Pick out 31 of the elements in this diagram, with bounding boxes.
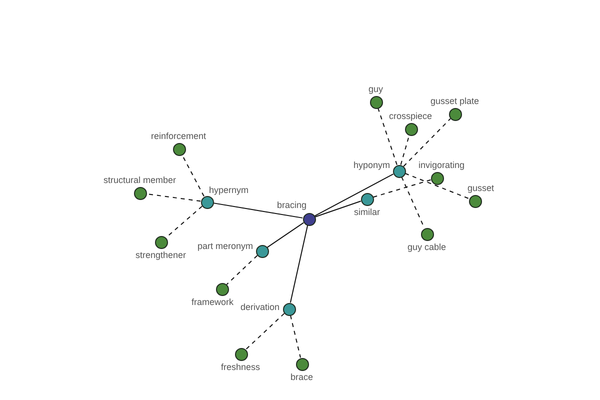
dashed-connector-line xyxy=(378,108,398,166)
connector-line xyxy=(266,222,304,248)
dashed-connector-line xyxy=(245,312,285,350)
connector-line xyxy=(314,174,394,216)
node-label: hypernym xyxy=(209,184,249,196)
node-label: gusset xyxy=(468,182,494,194)
dashed-connector-line xyxy=(290,314,301,358)
node-label: part meronym xyxy=(198,240,254,252)
node-label: hyponym xyxy=(354,160,390,171)
node-label: invigorating xyxy=(418,160,465,170)
node-label: reinforcement xyxy=(151,130,206,142)
connector-line xyxy=(290,224,308,304)
dashed-connector-line xyxy=(404,172,470,200)
node-label: bracing xyxy=(277,200,307,210)
node-label: gusset plate xyxy=(430,96,480,106)
node-label: derivation xyxy=(240,302,280,312)
node-label: guy xyxy=(368,84,384,94)
connector-line xyxy=(314,200,362,218)
node-label: similar xyxy=(354,206,380,218)
node-label: strengthener xyxy=(136,250,186,260)
dashed-connector-line xyxy=(226,254,258,286)
dashed-connector-line xyxy=(403,118,451,167)
node-label: crosspiece xyxy=(389,110,432,122)
dashed-connector-line xyxy=(182,154,204,197)
node-label: guy cable xyxy=(408,242,446,252)
node-label: structural member xyxy=(104,174,176,186)
node-label: framework xyxy=(192,296,234,308)
dashed-connector-line xyxy=(372,179,432,198)
node-label: freshness xyxy=(221,362,260,372)
connector-line xyxy=(212,202,304,218)
node-label: brace xyxy=(290,372,314,382)
